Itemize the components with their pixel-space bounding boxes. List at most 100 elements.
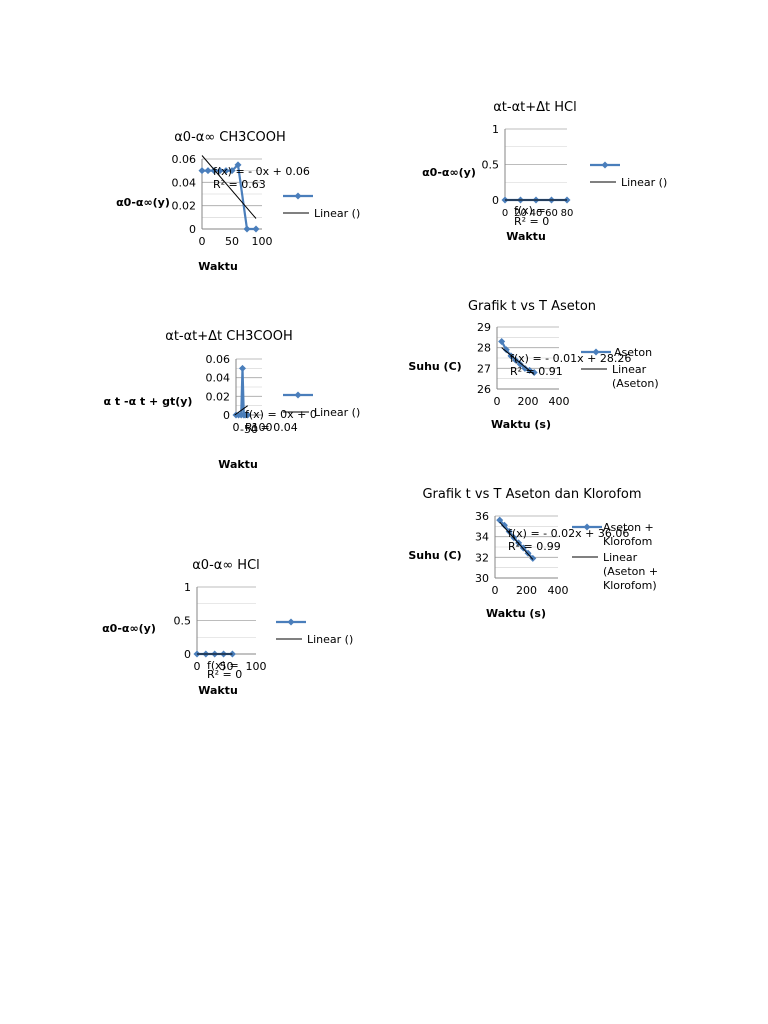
legend-trend-label: Linear () xyxy=(314,207,360,220)
data-point xyxy=(210,167,218,175)
x-tick-label: 200 xyxy=(516,584,537,597)
x-axis-label: Waktu xyxy=(506,230,546,243)
data-point xyxy=(222,167,230,175)
trendline xyxy=(499,521,534,560)
trendline xyxy=(234,405,248,416)
x-axis-label: Waktu xyxy=(198,260,238,273)
y-tick-label: 0.04 xyxy=(172,176,197,189)
y-tick-label: 0.5 xyxy=(174,615,192,628)
x-tick-label: 0 xyxy=(233,421,240,434)
y-axis-label: Suhu (C) xyxy=(408,360,461,373)
legend-marker xyxy=(294,391,302,399)
chart-3: αt-αt+Δt CH3COOH α t -α t + gt(y) Waktu 0 0.… xyxy=(104,329,361,471)
x-tick-label: 200 xyxy=(518,395,539,408)
y-tick-label: 0.06 xyxy=(206,353,231,366)
r-squared-label: R² = 0.63 xyxy=(213,178,266,191)
data-point xyxy=(505,528,513,535)
chart-title: Grafik t vs T Aseton dan Klorofom xyxy=(422,487,641,502)
trend-equation: f(x) = - 0x + 0.06 xyxy=(213,165,310,178)
data-point xyxy=(204,167,212,175)
legend-series-label: Klorofom xyxy=(603,535,652,548)
trend-equation: f(x) = xyxy=(514,204,546,217)
x-axis-label: Waktu xyxy=(218,458,258,471)
y-tick-label: 28 xyxy=(477,342,491,355)
data-point xyxy=(530,368,538,376)
x-axis-label: Waktu (s) xyxy=(486,607,546,620)
legend-trend-label: Linear () xyxy=(621,176,667,189)
y-tick-label: 0.04 xyxy=(206,372,231,385)
trend-equation: f(x) = - 0.01x + 28.26 xyxy=(510,352,631,365)
x-tick-label: 60 xyxy=(545,208,558,219)
legend-trend-label: (Aseton + xyxy=(603,565,658,578)
data-point xyxy=(216,167,224,175)
data-point xyxy=(244,411,252,419)
x-tick-label: 0 xyxy=(494,395,501,408)
legend-trend-label: (Aseton) xyxy=(612,377,659,390)
y-tick-label: 0 xyxy=(223,409,230,422)
y-tick-label: 1 xyxy=(184,581,191,594)
data-point xyxy=(500,521,508,529)
y-tick-label: 0.06 xyxy=(172,153,197,166)
data-point xyxy=(198,167,206,175)
y-tick-label: 34 xyxy=(475,531,489,544)
y-tick-label: 0 xyxy=(492,194,499,207)
legend-trend-label: Linear xyxy=(612,363,647,376)
x-tick-label: -50 xyxy=(240,423,258,436)
y-axis-label: α0-α∞(y) xyxy=(102,622,156,635)
y-tick-label: 26 xyxy=(477,383,491,396)
trend-equation: f(x) = 0x + 0 xyxy=(245,408,317,421)
y-tick-label: 27 xyxy=(477,362,491,375)
y-tick-label: 0 xyxy=(189,223,196,236)
x-tick-label: 50 xyxy=(225,235,239,248)
y-axis-label: α t -α t + gt(y) xyxy=(104,395,193,408)
x-tick-label: 0 xyxy=(502,208,508,219)
x-tick-label: 100 xyxy=(246,660,267,673)
legend-trend-label: Klorofom) xyxy=(603,579,657,592)
trend-equation: f(x) = - 0.02x + 36.06 xyxy=(508,527,629,540)
x-tick-label: 0 xyxy=(492,584,499,597)
y-axis-label: Suhu (C) xyxy=(408,549,461,562)
legend-series-label: Aseton xyxy=(614,346,652,359)
y-tick-label: 0.02 xyxy=(206,390,231,403)
y-axis-label: α0-α∞(y) xyxy=(422,166,476,179)
x-tick-label: 100 xyxy=(252,421,273,434)
chart-title: α0-α∞ CH3COOH xyxy=(174,130,286,145)
y-tick-label: 0.5 xyxy=(482,159,500,172)
legend-marker xyxy=(601,161,609,169)
legend-series-label: Aseton + xyxy=(603,521,654,534)
data-point xyxy=(498,337,506,345)
data-point xyxy=(516,360,524,368)
chart-1: α0-α∞ CH3COOHα0-α∞(y)Waktu00.020.040.060… xyxy=(116,130,360,273)
data-point xyxy=(239,364,246,372)
chart-title: Grafik t vs T Aseton xyxy=(468,299,596,314)
y-tick-label: 29 xyxy=(477,321,491,334)
x-tick-label: 0 xyxy=(199,235,206,248)
data-point xyxy=(529,554,537,562)
y-axis-label: α0-α∞(y) xyxy=(116,196,170,209)
y-tick-label: 32 xyxy=(475,551,489,564)
data-point xyxy=(502,346,510,354)
r-squared-label: R² = 0.04 xyxy=(245,421,298,434)
chart-title: αt-αt+Δt HCl xyxy=(493,100,577,115)
trendline xyxy=(501,347,535,375)
r-squared-label: R² = 0 xyxy=(514,215,549,228)
x-tick-label: 80 xyxy=(561,208,574,219)
x-axis-label: Waktu xyxy=(198,684,238,697)
x-tick-label: 100 xyxy=(252,235,273,248)
r-squared-label: R² = 0.91 xyxy=(510,365,563,378)
data-point xyxy=(496,516,504,524)
x-tick-label: 40 xyxy=(530,208,543,219)
x-tick-label: 20 xyxy=(514,208,527,219)
legend-trend-label: Linear xyxy=(603,551,638,564)
chart-title: α0-α∞ HCl xyxy=(192,558,260,573)
chart-title: αt-αt+Δt CH3COOH xyxy=(165,329,292,344)
legend-trend-label: Linear () xyxy=(314,406,360,419)
x-tick-label: 0 xyxy=(194,660,201,673)
x-axis-label: Waktu (s) xyxy=(491,418,551,431)
y-tick-label: 36 xyxy=(475,510,489,523)
x-tick-label: 400 xyxy=(549,395,570,408)
legend-marker xyxy=(583,523,591,531)
